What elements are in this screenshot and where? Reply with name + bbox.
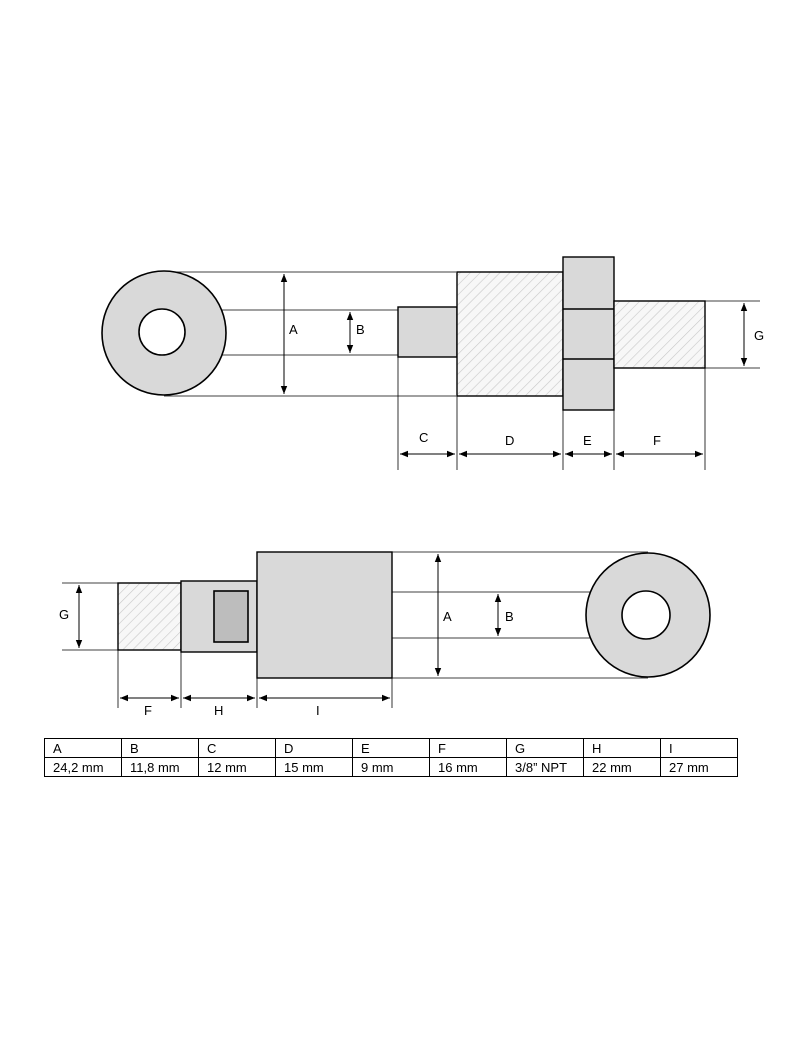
label-d: D [505, 433, 514, 448]
label-a: A [289, 322, 298, 337]
label-e: E [583, 433, 592, 448]
bottom-dimension-lines [75, 554, 502, 702]
top-hex-nut [562, 256, 615, 411]
table-header-row: A B C D E F G H I [44, 738, 738, 758]
table-value-cell: 11,8 mm [121, 757, 199, 777]
table-value-cell: 3/8” NPT [506, 757, 584, 777]
table-value-cell: 15 mm [275, 757, 353, 777]
technical-drawing: A B G C D E F [59, 256, 764, 718]
top-dimension-lines [280, 274, 748, 458]
label-g: G [59, 607, 69, 622]
label-h: H [214, 703, 223, 718]
top-spigot [397, 306, 458, 358]
table-header-cell: B [121, 738, 199, 758]
table-value-cell: 12 mm [198, 757, 276, 777]
bottom-threaded-end [117, 582, 182, 651]
label-f: F [653, 433, 661, 448]
bottom-end-view-bore-circle [621, 590, 671, 640]
top-end-view-bore-circle [138, 308, 186, 356]
dimensions-table: A B C D E F G H I 24,2 mm 11,8 mm 12 mm … [44, 738, 738, 777]
bottom-main-body [256, 551, 393, 679]
table-header-cell: F [429, 738, 507, 758]
bottom-hex-flat-window [213, 590, 249, 643]
table-header-cell: C [198, 738, 276, 758]
table-header-cell: A [44, 738, 122, 758]
top-view: A B G C D E F [101, 256, 764, 470]
label-b: B [505, 609, 514, 624]
table-header-cell: H [583, 738, 661, 758]
label-f: F [144, 703, 152, 718]
label-c: C [419, 430, 428, 445]
label-g: G [754, 328, 764, 343]
label-i: I [316, 703, 320, 718]
table-header-cell: E [352, 738, 430, 758]
label-b: B [356, 322, 365, 337]
top-threaded-end [613, 300, 706, 369]
table-value-cell: 9 mm [352, 757, 430, 777]
bottom-view: G A B F H I [59, 551, 711, 718]
table-value-cell: 27 mm [660, 757, 738, 777]
label-a: A [443, 609, 452, 624]
table-header-cell: I [660, 738, 738, 758]
table-value-row: 24,2 mm 11,8 mm 12 mm 15 mm 9 mm 16 mm 3… [44, 757, 738, 777]
table-value-cell: 22 mm [583, 757, 661, 777]
top-main-body [456, 271, 564, 397]
table-header-cell: G [506, 738, 584, 758]
table-header-cell: D [275, 738, 353, 758]
table-value-cell: 16 mm [429, 757, 507, 777]
table-value-cell: 24,2 mm [44, 757, 122, 777]
